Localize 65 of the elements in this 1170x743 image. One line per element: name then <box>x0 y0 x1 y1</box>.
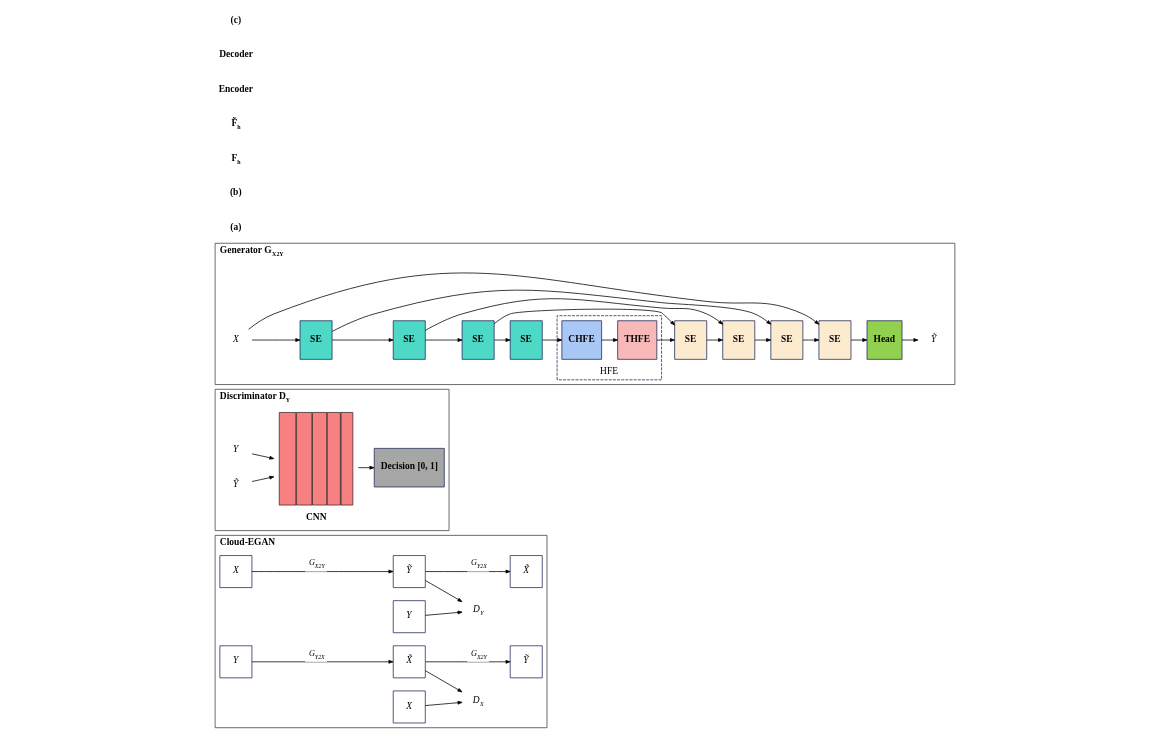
arrow <box>901 338 919 342</box>
node-box: Ỹ <box>392 555 426 588</box>
arrow <box>424 670 463 693</box>
node-box: SE <box>392 320 426 360</box>
arrow <box>656 338 675 342</box>
arrow <box>425 610 463 616</box>
arrow <box>706 338 723 342</box>
edge-label: G$_{Y2X}$ <box>308 648 325 660</box>
node-box: X <box>219 555 253 588</box>
node-box: Head <box>866 320 903 360</box>
node-text: Ỹ <box>931 333 937 344</box>
node-text: X <box>232 333 239 344</box>
label: (a) <box>230 221 242 232</box>
node-box: SE <box>818 320 852 360</box>
label: F̃$_{h}$ <box>231 118 241 131</box>
arrow <box>601 338 618 342</box>
node-box: SE <box>674 320 708 360</box>
arrow <box>248 272 820 330</box>
node-box: CHFE <box>561 320 602 360</box>
arrow <box>251 475 275 482</box>
arrow <box>425 700 463 706</box>
label: F$_{h}$ <box>231 152 241 165</box>
arrow <box>251 569 394 574</box>
arrow <box>493 308 675 326</box>
arrow <box>802 338 820 342</box>
node-box: Ỹ <box>509 645 543 679</box>
arrow <box>425 298 724 331</box>
label: (c) <box>230 14 242 25</box>
node-box: Y <box>219 645 253 679</box>
edge-label: G$_{Y2X}$ <box>471 558 487 570</box>
node-box: SE <box>509 320 543 360</box>
node-box: X̃ <box>509 555 543 588</box>
node-text: D$_{X}$ <box>472 694 484 707</box>
arrow <box>251 453 275 460</box>
node-box: SE <box>299 320 333 360</box>
arrow <box>251 660 394 664</box>
node-box: Y <box>392 600 426 634</box>
node-box: X <box>392 690 426 724</box>
arrow <box>331 338 394 342</box>
label: Decoder <box>219 49 253 60</box>
edge-label: G$_{X2Y}$ <box>308 558 325 570</box>
arrow <box>424 580 463 603</box>
node-box: SE <box>461 320 495 360</box>
arrow <box>251 338 301 342</box>
arrow <box>850 338 868 342</box>
arrow <box>493 338 511 342</box>
arrow <box>425 338 463 342</box>
label: Encoder <box>218 83 253 94</box>
arrow <box>331 289 772 332</box>
arrow <box>357 465 375 470</box>
node-box: SE <box>722 320 756 360</box>
node-text: D$_{Y}$ <box>473 604 484 617</box>
edge-label: G$_{X2Y}$ <box>471 648 487 660</box>
arrow <box>754 338 772 342</box>
node-box: Decision [0, 1] <box>373 448 445 488</box>
node-text: Ỹ <box>232 478 239 489</box>
node-box: SE <box>770 320 804 360</box>
node-text: Y <box>232 444 239 455</box>
node-box: THFE <box>617 320 658 360</box>
arrow <box>542 338 563 342</box>
arrow <box>425 569 511 574</box>
label: (b) <box>229 187 242 198</box>
node-box: X̃ <box>392 645 426 679</box>
arrow <box>425 660 511 664</box>
node-label: CNN <box>305 511 327 522</box>
